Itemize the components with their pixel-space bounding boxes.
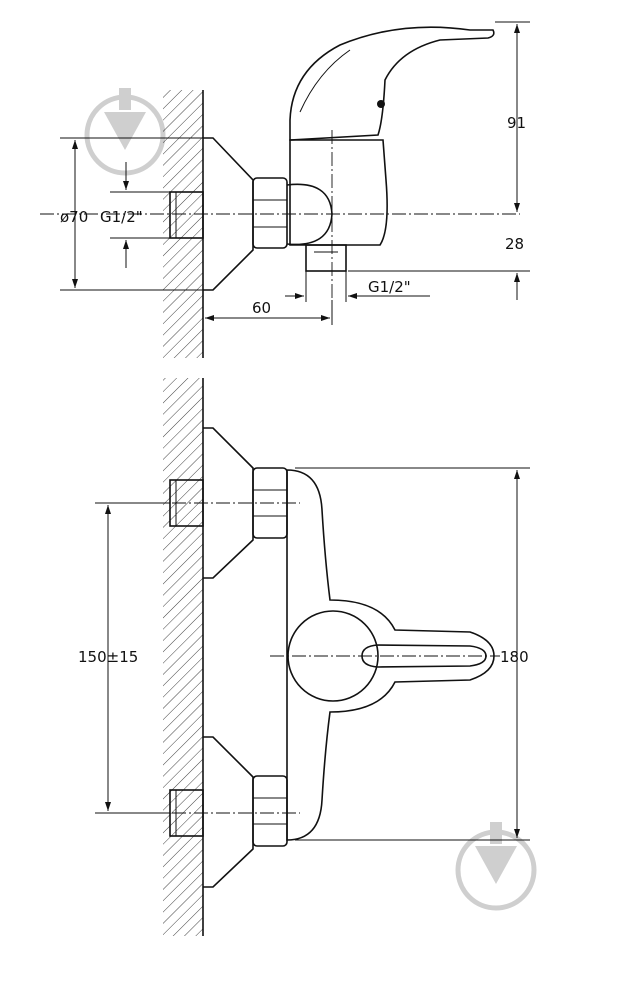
dim-centers-label: 150±15 — [78, 648, 138, 666]
lever-handle — [289, 26, 495, 141]
dim-height-label: 91 — [507, 114, 526, 132]
wall-hatch — [163, 90, 203, 358]
dim-outlet-drop-label: 28 — [505, 235, 524, 253]
side-view: ø70 G1/2" 91 28 G1/2" 60 — [40, 21, 530, 358]
dim-outlet-thread-label: G1/2" — [368, 278, 411, 296]
dim-inlet-thread-label: G1/2" — [100, 208, 143, 226]
dim-diameter-label: ø70 — [60, 208, 88, 226]
watermark-logo-icon — [455, 822, 537, 911]
nut — [252, 177, 288, 249]
inlet-pipe — [169, 191, 204, 239]
dim-length-label: 180 — [500, 648, 529, 666]
wall-hatch — [163, 378, 203, 936]
watermark-logo-icon — [84, 88, 166, 176]
faucet-body-front — [286, 469, 495, 841]
dim-depth-label: 60 — [252, 299, 271, 317]
front-view: 150±15 180 — [78, 378, 530, 936]
outlet-connector — [305, 244, 347, 272]
escutcheon-lower — [203, 736, 254, 888]
faucet-body — [289, 139, 388, 246]
nut-lower — [252, 775, 288, 847]
